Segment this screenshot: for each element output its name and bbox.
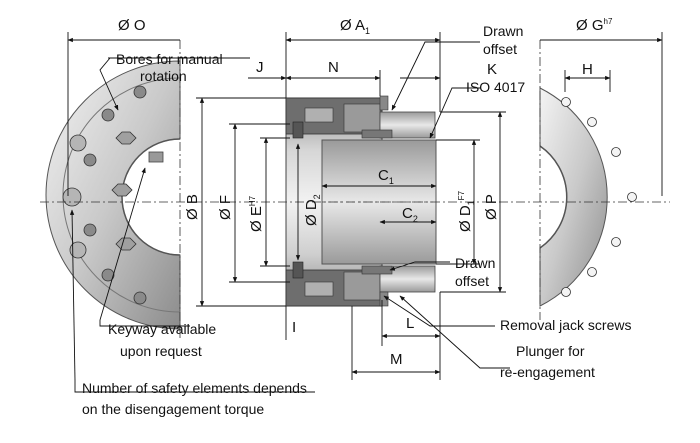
top-bolt-shank xyxy=(361,129,393,139)
label-safety-line2: on the disengagement torque xyxy=(82,401,264,417)
hex-bolt-icon xyxy=(111,183,133,197)
label-drawn-bottom-line1: Drawn xyxy=(455,255,495,271)
leader-lines xyxy=(69,41,510,393)
dim-l: L xyxy=(406,315,414,332)
label-removal-jack-screws: Removal jack screws xyxy=(500,317,631,333)
safety-element-icon xyxy=(69,241,87,259)
label-drawn-bottom-line2: offset xyxy=(455,273,489,289)
bolt-hole-icon xyxy=(101,268,115,282)
left-flange-bore xyxy=(121,138,181,256)
dim-m: M xyxy=(390,351,403,368)
dim-dia-d2: Ø D2 xyxy=(303,194,322,226)
bolt-hole-icon xyxy=(83,223,97,237)
mounting-hole-icon xyxy=(611,237,621,247)
label-safety-line1: Number of safety elements depends xyxy=(82,380,307,396)
dim-dia-f: Ø F xyxy=(217,195,234,220)
dim-k: K xyxy=(487,61,497,78)
label-bores-line2: rotation xyxy=(140,68,187,84)
hex-bolt-icon xyxy=(115,237,137,251)
plunger-left-top xyxy=(292,121,304,139)
top-jack-screw xyxy=(379,95,389,111)
safety-element-icon xyxy=(62,187,82,207)
hex-bolt-icon xyxy=(115,131,137,145)
bottom-bolt-shank xyxy=(361,265,393,275)
dim-c2: C2 xyxy=(402,205,418,224)
mounting-hole-icon xyxy=(587,267,597,277)
dim-dia-d1: Ø D1F7 xyxy=(457,190,476,232)
label-plunger-line2: re-engagement xyxy=(500,364,595,380)
left-flange-view xyxy=(45,60,181,330)
safety-element-icon xyxy=(69,134,87,152)
right-flange-bore xyxy=(539,145,568,249)
bottom-jack-screw xyxy=(379,291,389,307)
center-lines xyxy=(40,40,670,340)
label-keyway-line1: Keyway available xyxy=(108,321,216,337)
label-drawn-top-line1: Drawn xyxy=(483,23,523,39)
dim-j: J xyxy=(256,59,264,76)
mounting-hole-icon xyxy=(611,147,621,157)
label-iso: ISO 4017 xyxy=(466,79,525,95)
dim-dia-g: Ø Gh7 xyxy=(576,17,613,34)
dim-h: H xyxy=(582,61,593,78)
dim-i: I xyxy=(292,319,296,336)
callout-text: Bores for manual rotation Drawn offset I… xyxy=(82,23,631,417)
dim-dia-e: Ø EH7 xyxy=(248,195,265,232)
bottom-safety-element xyxy=(304,281,334,297)
bolt-hole-icon xyxy=(83,153,97,167)
bolt-hole-icon xyxy=(133,85,147,99)
dim-dia-a: Ø A1 xyxy=(340,17,370,36)
bottom-ring xyxy=(343,271,381,301)
mounting-hole-icon xyxy=(587,117,597,127)
bolt-hole-icon xyxy=(133,291,147,305)
dimension-lines xyxy=(67,32,663,380)
top-ring xyxy=(343,103,381,133)
bolt-hole-icon xyxy=(101,108,115,122)
label-keyway-line2: upon request xyxy=(120,343,202,359)
label-plunger-line1: Plunger for xyxy=(516,343,585,359)
mounting-hole-icon xyxy=(561,287,571,297)
dim-n: N xyxy=(328,59,339,76)
label-bores-line1: Bores for manual xyxy=(116,51,223,67)
dim-dia-b: Ø B xyxy=(184,194,201,220)
dim-dia-o: Ø O xyxy=(118,17,146,34)
right-flange-view xyxy=(539,87,637,307)
dim-c1: C1 xyxy=(378,167,394,186)
keyway xyxy=(148,151,164,163)
dimension-text: Ø O Ø A1 Ø Gh7 J N K H Ø B Ø F Ø EH7 Ø D… xyxy=(118,17,613,368)
mounting-hole-icon xyxy=(627,192,637,202)
right-flange-body xyxy=(539,87,608,307)
mounting-hole-icon xyxy=(561,97,571,107)
dim-dia-p: Ø P xyxy=(483,194,500,220)
top-safety-element xyxy=(304,107,334,123)
plunger-left xyxy=(292,261,304,279)
label-drawn-top-line2: offset xyxy=(483,41,517,57)
